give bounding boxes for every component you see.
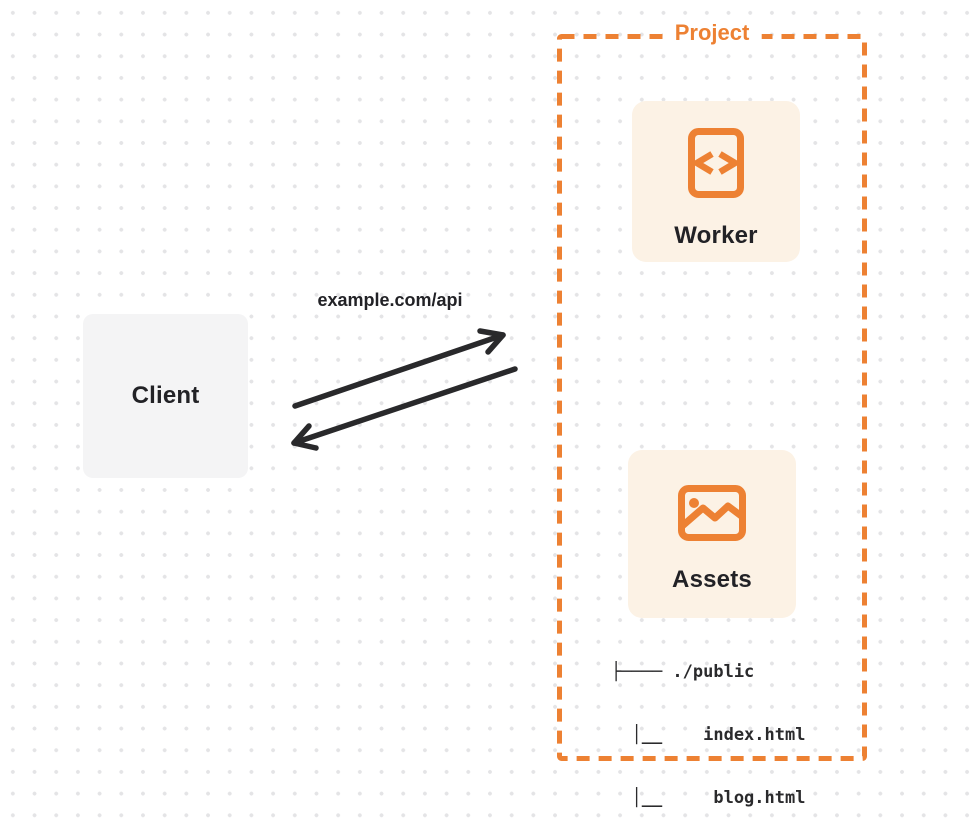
response-arrowhead-icon bbox=[291, 423, 319, 451]
client-box: Client bbox=[83, 314, 248, 478]
file-tree-line-public: ├──── ./public bbox=[611, 662, 755, 682]
request-arrowhead-icon bbox=[477, 328, 506, 355]
request-arrow bbox=[292, 328, 506, 409]
file-tree-line-index: │__ index.html bbox=[611, 725, 806, 745]
project-boundary bbox=[557, 34, 867, 761]
client-label: Client bbox=[131, 382, 200, 409]
worker-label: Worker bbox=[674, 222, 758, 249]
code-icon bbox=[688, 128, 744, 198]
worker-box: Worker bbox=[632, 101, 800, 262]
assets-file-tree: ├──── ./public │__ index.html │__ blog.h… bbox=[611, 620, 805, 818]
request-url-label: example.com/api bbox=[317, 290, 463, 310]
response-arrow bbox=[291, 366, 518, 451]
file-tree-line-blog: │__ blog.html bbox=[611, 788, 806, 808]
image-icon bbox=[678, 485, 746, 541]
project-label: Project bbox=[662, 20, 762, 46]
assets-label: Assets bbox=[672, 566, 752, 593]
assets-box: Assets bbox=[628, 450, 796, 618]
